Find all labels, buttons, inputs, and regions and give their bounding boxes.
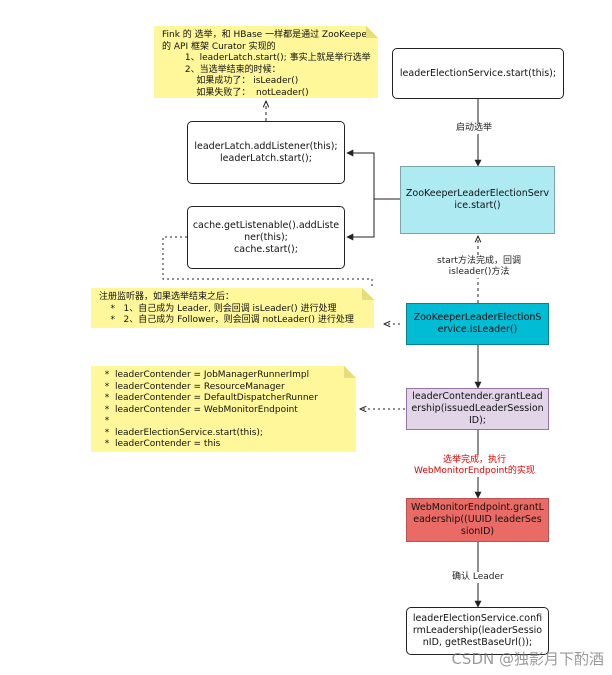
start-box[interactable]: leaderElectionService.start(this);	[392, 48, 564, 99]
is-leader-box[interactable]: ZooKeeperLeaderElectionService.isLeader(…	[406, 303, 549, 345]
label-callback: start方法完成，回调 isleader()方法	[437, 256, 521, 278]
zk-start-box[interactable]: ZooKeeperLeaderElectionService.start()	[400, 166, 555, 234]
confirm-box[interactable]: leaderElectionService.confirmLeadership(…	[406, 607, 549, 655]
curator-note: Fink 的 选举，和 HBase 一样都是通过 ZooKeeper 的 API…	[154, 26, 378, 98]
listener-note: 注册监听器，如果选举结束之后： * 1、自己成为 Leader, 则会回调 is…	[91, 288, 374, 328]
label-election-done: 选举完成，执行 WebMonitorEndpoint的实现	[414, 455, 535, 477]
contender-note: * leaderContender = JobManagerRunnerImpl…	[91, 366, 356, 452]
latch-box[interactable]: leaderLatch.addListener(this); leaderLat…	[187, 121, 345, 184]
edge-cache-to-listener	[162, 236, 373, 305]
edge-zk-to-cache	[346, 198, 400, 241]
label-start-election: 启动选举	[456, 123, 493, 134]
label-confirm-leader: 确认 Leader	[452, 572, 504, 583]
edge-zk-to-latch	[346, 149, 400, 200]
webmonitor-box[interactable]: WebMonitorEndpoint.grantLeadership((UUID…	[406, 498, 549, 542]
grant-box[interactable]: leaderContender.grantLeadership(issuedLe…	[406, 388, 549, 430]
cache-box[interactable]: cache.getListenable().addListener(this);…	[187, 206, 345, 269]
watermark: CSDN @独影月下酌酒	[451, 650, 604, 668]
